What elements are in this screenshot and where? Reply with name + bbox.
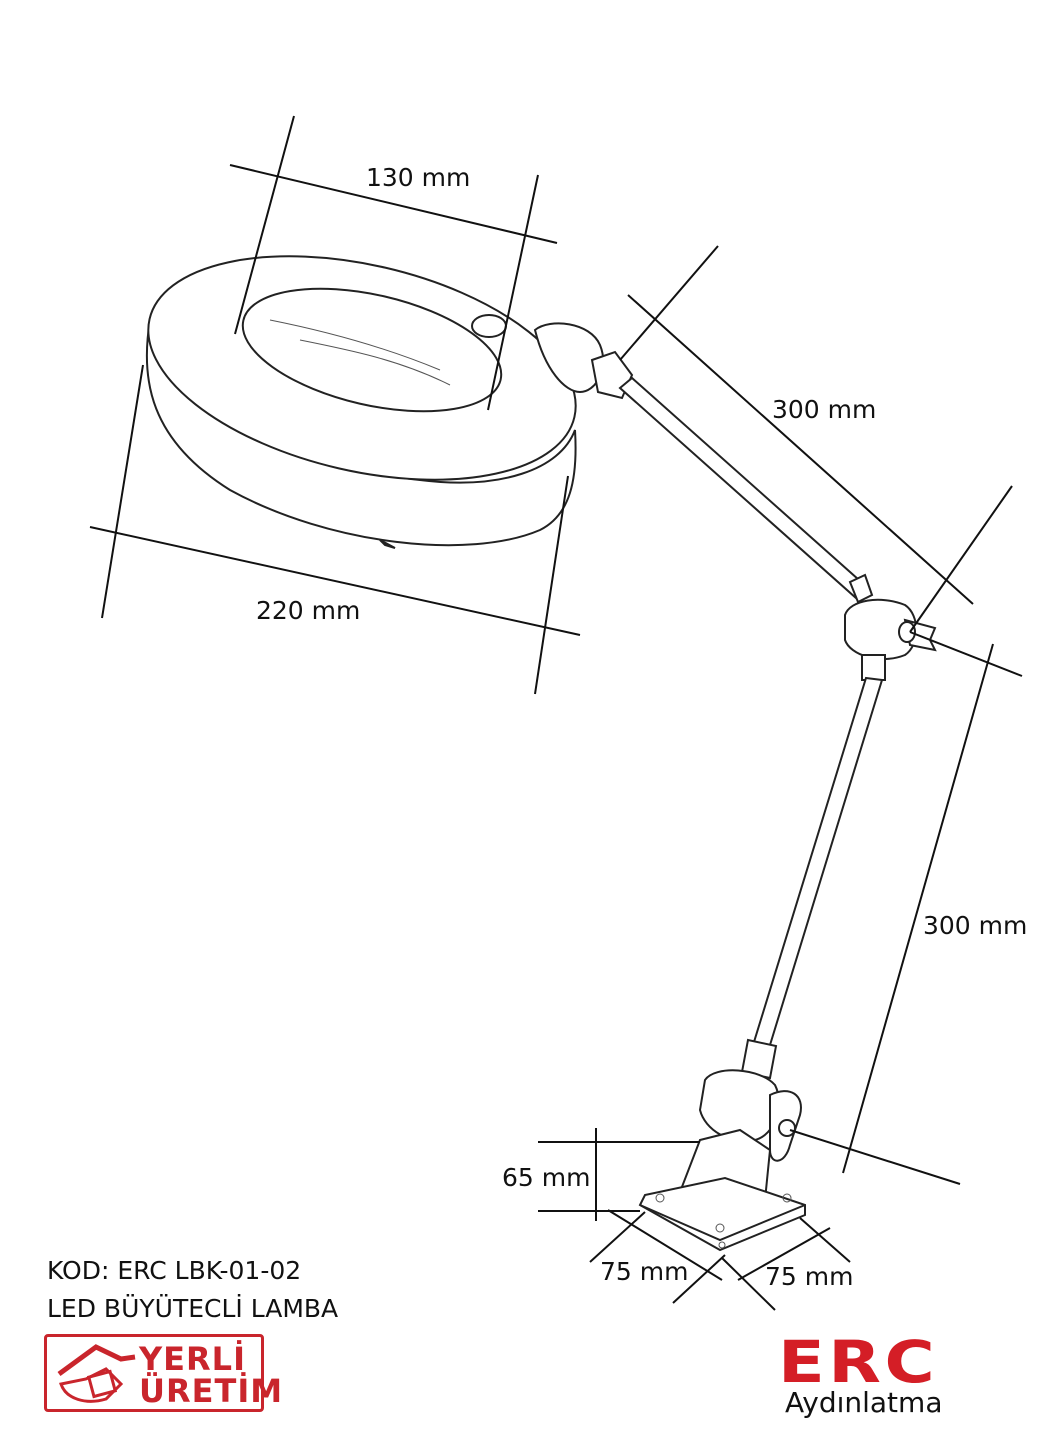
lower-arm [740,676,884,1080]
product-name: LED BÜYÜTECLİ LAMBA [47,1294,339,1323]
product-code: KOD: ERC LBK-01-02 [47,1256,302,1285]
dim-lens-diameter: 130 mm [366,163,470,192]
badge-line2: ÜRETİM [139,1372,284,1410]
elbow-joint [844,573,937,681]
dim-base-height: 65 mm [502,1163,590,1192]
dimension-lines [89,115,1023,1311]
dim-upper-arm: 300 mm [772,395,876,424]
brand-logo: ERC [778,1328,939,1396]
dim-lower-arm: 300 mm [923,911,1027,940]
hand-house-icon [57,1344,136,1403]
dim-base-width-right: 75 mm [765,1262,853,1291]
base-joint [698,1069,802,1162]
yerli-uretim-badge: YERLİ ÜRETİM [44,1334,282,1412]
magnifier-head [145,255,577,549]
dim-base-width-left: 75 mm [600,1257,688,1286]
dim-head-diameter: 220 mm [256,596,360,625]
badge-line1: YERLİ [139,1340,246,1378]
base-plate [638,1128,806,1252]
brand-subtitle: Aydınlatma [785,1386,943,1419]
